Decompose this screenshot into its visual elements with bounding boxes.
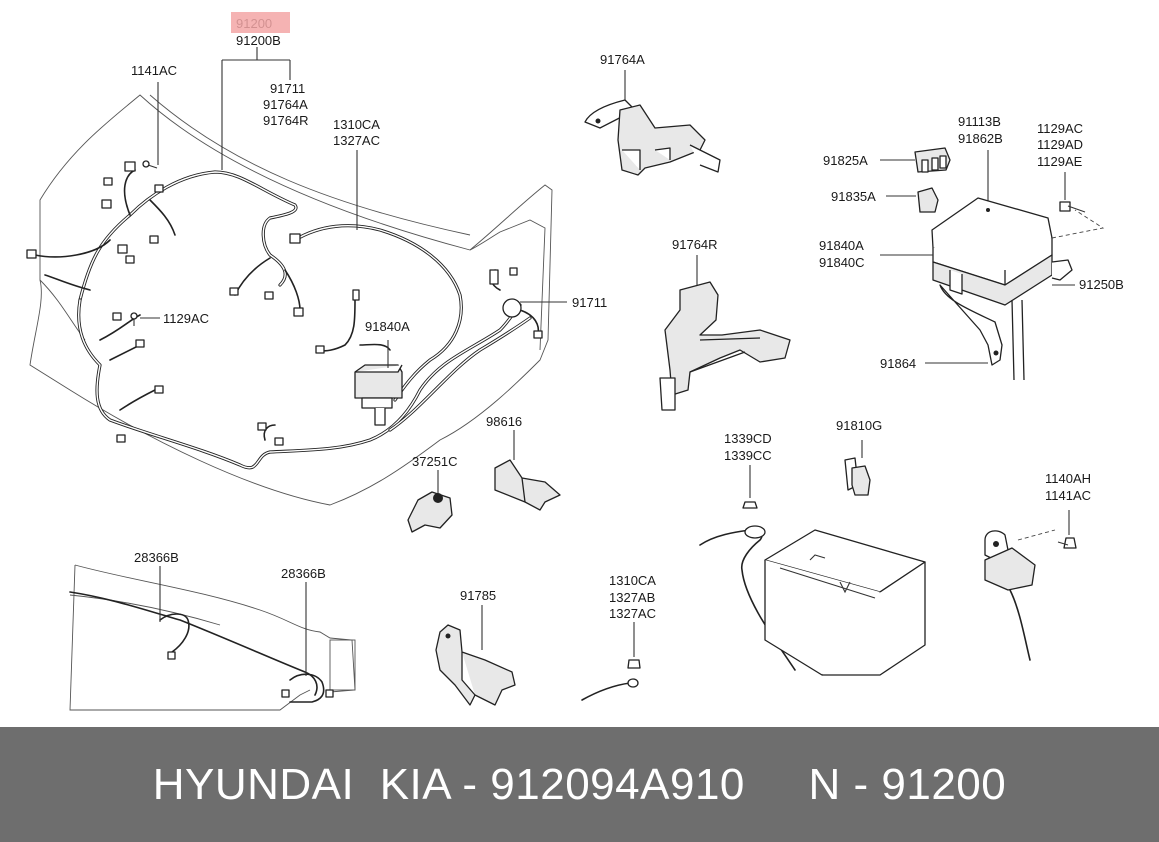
label-91825a: 91825A bbox=[823, 153, 868, 168]
label-28366b-left: 28366B bbox=[134, 550, 179, 565]
label-37251c: 37251C bbox=[412, 454, 458, 469]
label-91200b: 91200B bbox=[236, 33, 281, 48]
harness-bolts bbox=[130, 160, 158, 326]
label-1339cd: 1339CD bbox=[724, 431, 772, 446]
transmission-drawing bbox=[69, 564, 356, 711]
label-1141ac-right: 1141AC bbox=[1045, 488, 1091, 503]
label-1129ad: 1129AD bbox=[1037, 137, 1083, 152]
label-1129ac-left: 1129AC bbox=[163, 311, 209, 326]
label-28366b-right: 28366B bbox=[281, 566, 326, 581]
label-91711-sub: 91711 bbox=[270, 81, 305, 96]
ground-wire-drawing bbox=[581, 622, 641, 701]
bracket-37251c-drawing bbox=[407, 470, 453, 533]
label-1310ca-ground: 1310CA bbox=[609, 573, 656, 588]
relay-box-center-drawing bbox=[354, 364, 403, 426]
fuse-box-drawing bbox=[931, 150, 1105, 381]
leader-lines-harness bbox=[140, 47, 567, 368]
cover-91764r-drawing bbox=[659, 255, 791, 411]
label-91113b: 91113B bbox=[958, 114, 1001, 129]
part-highlight bbox=[231, 12, 290, 33]
relay-91810g-drawing bbox=[844, 440, 871, 496]
label-91840a-right: 91840A bbox=[819, 238, 864, 253]
label-91764a-sub: 91764A bbox=[263, 97, 308, 112]
bracket-91785-drawing bbox=[435, 605, 516, 706]
bracket-1140ah-drawing bbox=[984, 510, 1077, 661]
bolt-right-drawing bbox=[1059, 172, 1086, 213]
label-1327ab-ground: 1327AB bbox=[609, 590, 655, 605]
label-1140ah: 1140AH bbox=[1045, 471, 1091, 486]
label-1327ac-top: 1327AC bbox=[333, 133, 380, 148]
label-91864: 91864 bbox=[880, 356, 916, 371]
label-91840c: 91840C bbox=[819, 255, 865, 270]
parts-diagram: 91200 91200B 91711 91764A 91764R 1141AC … bbox=[26, 16, 1124, 711]
label-91764r-sub: 91764R bbox=[263, 113, 309, 128]
harness-connectors bbox=[26, 161, 543, 446]
label-91764a: 91764A bbox=[600, 52, 645, 67]
fuse-91835a-drawing bbox=[886, 187, 939, 213]
label-1310ca-top: 1310CA bbox=[333, 117, 380, 132]
label-1141ac-top: 1141AC bbox=[131, 63, 177, 78]
footer-bar: HYUNDAI KIA - 912094A910 N - 91200 bbox=[0, 727, 1159, 842]
label-91250b: 91250B bbox=[1079, 277, 1124, 292]
label-91764r: 91764R bbox=[672, 237, 718, 252]
bracket-98616-drawing bbox=[494, 430, 561, 511]
cover-91764a-drawing bbox=[584, 70, 721, 176]
label-91835a: 91835A bbox=[831, 189, 876, 204]
label-98616: 98616 bbox=[486, 414, 522, 429]
battery-drawing bbox=[764, 529, 926, 676]
engine-bay-outline bbox=[29, 94, 553, 506]
label-1339cc: 1339CC bbox=[724, 448, 772, 463]
battery-cable-drawing bbox=[699, 465, 796, 671]
part-labels: 91200 91200B 91711 91764A 91764R 1141AC … bbox=[131, 16, 1124, 621]
label-91711-right: 91711 bbox=[572, 295, 607, 310]
footer-part-number: HYUNDAI KIA - 912094A910 N - 91200 bbox=[152, 759, 1007, 809]
label-91810g: 91810G bbox=[836, 418, 882, 433]
fuses-91825a-drawing bbox=[880, 147, 951, 173]
label-91862b: 91862B bbox=[958, 131, 1003, 146]
label-1327ac-ground: 1327AC bbox=[609, 606, 656, 621]
main-harness-wiring bbox=[34, 169, 540, 470]
label-1129ac-right: 1129AC bbox=[1037, 121, 1083, 136]
label-91840a-center: 91840A bbox=[365, 319, 410, 334]
label-91785: 91785 bbox=[460, 588, 496, 603]
label-1129ae: 1129AE bbox=[1037, 154, 1083, 169]
